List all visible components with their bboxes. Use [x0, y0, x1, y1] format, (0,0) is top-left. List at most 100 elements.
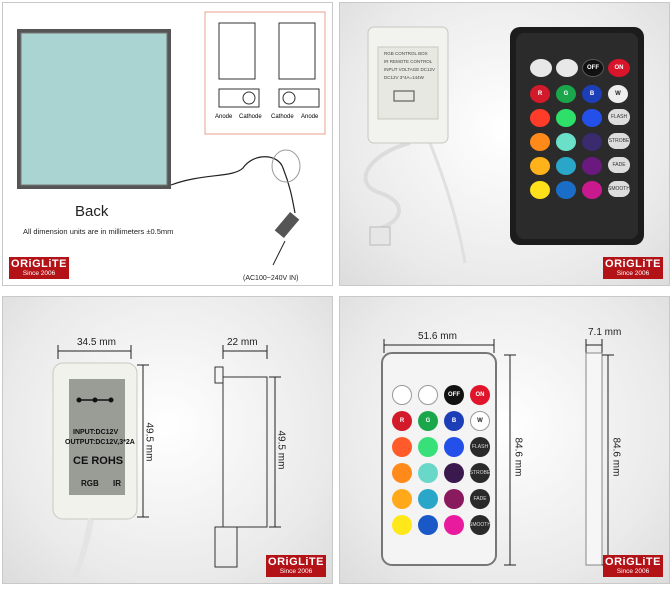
- panel-controller-dimensions: 34.5 mm 22 mm 49.5 mm 49.5 mm INPUT:DC12…: [2, 296, 333, 584]
- remote-bright-down-button[interactable]: [556, 59, 578, 77]
- box-line-1: RGB CONTROL BOX: [384, 51, 428, 56]
- remote-bright-down-button[interactable]: [418, 385, 438, 405]
- power-lead: [272, 240, 286, 266]
- remote-flash-button[interactable]: FLASH: [608, 109, 630, 125]
- remote-on-button[interactable]: ON: [608, 59, 630, 77]
- panel-surface: [20, 32, 168, 186]
- height-dimension: 49.5 mm: [143, 422, 155, 462]
- remote-b-button[interactable]: B: [444, 411, 464, 431]
- remote-g-button[interactable]: G: [556, 85, 576, 103]
- remote-bright-up-button[interactable]: [530, 59, 552, 77]
- remote-g-button[interactable]: G: [418, 411, 438, 431]
- remote-color-11[interactable]: [556, 181, 576, 199]
- brand-name: ORiGLiTE: [11, 258, 67, 270]
- remote-smooth-button[interactable]: SMOOTH: [469, 515, 491, 535]
- brand-since: Since 2006: [616, 568, 650, 575]
- remote-fade-button[interactable]: FADE: [608, 157, 630, 173]
- remote-w-button[interactable]: W: [470, 411, 490, 431]
- remote-w-button[interactable]: W: [608, 85, 628, 103]
- remote-color-4[interactable]: [392, 463, 412, 483]
- controller-side-body: [222, 376, 268, 528]
- width-dimension: 34.5 mm: [77, 337, 116, 348]
- label-ir: IR: [113, 479, 121, 488]
- remote-side-body: [585, 352, 603, 566]
- remote-color-1[interactable]: [530, 109, 550, 127]
- detail-circle: [271, 149, 301, 183]
- remote-color-7[interactable]: [392, 489, 412, 509]
- pin-right: [278, 88, 320, 108]
- remote-color-8[interactable]: [556, 157, 576, 175]
- label-symbol-dot-1: [76, 397, 82, 403]
- box-line-2: IR REMOTE CONTROL: [384, 59, 433, 64]
- back-title: Back: [75, 203, 109, 220]
- brand-name: ORiGLiTE: [268, 556, 324, 568]
- remote-color-2[interactable]: [418, 437, 438, 457]
- label-input: INPUT:DC12V: [73, 429, 119, 436]
- remote-color-12[interactable]: [582, 181, 602, 199]
- controller-side-plug: [214, 526, 238, 568]
- remote-color-3[interactable]: [444, 437, 464, 457]
- pin-left: [218, 88, 260, 108]
- brand-name: ORiGLiTE: [605, 258, 661, 270]
- label-ce-rohs: CE ROHS: [73, 455, 124, 467]
- remote-strobe-button[interactable]: STROBE: [608, 133, 630, 149]
- panel-kit-photo: RGB CONTROL BOX IR REMOTE CONTROL INPUT …: [339, 2, 670, 286]
- remote-color-10[interactable]: [530, 181, 550, 199]
- panel-back-svg: [17, 11, 326, 266]
- remote-smooth-button[interactable]: SMOOTH: [608, 181, 630, 197]
- remote-color-9[interactable]: [582, 157, 602, 175]
- connector-right: [278, 22, 316, 80]
- label-symbol: [393, 90, 415, 102]
- remote-on-button[interactable]: ON: [470, 385, 490, 405]
- controller-cable-2: [428, 142, 467, 264]
- remote-color-10[interactable]: [392, 515, 412, 535]
- brand-since: Since 2006: [279, 568, 313, 575]
- remote-off-button[interactable]: OFF: [444, 385, 464, 405]
- box-line-4: DC12V 3*4A=144W: [384, 75, 424, 80]
- remote-color-9[interactable]: [444, 489, 464, 509]
- brand-logo: ORiGLiTE Since 2006: [9, 257, 69, 279]
- remote-color-1[interactable]: [392, 437, 412, 457]
- remote-b-button[interactable]: B: [582, 85, 602, 103]
- power-label: (AC100~240V IN): [243, 275, 299, 282]
- pin-hole-left: [242, 91, 256, 105]
- remote-width-dimension: 51.6 mm: [418, 331, 457, 342]
- remote-height-dimension: 84.6 mm: [512, 437, 524, 477]
- remote-r-button[interactable]: R: [530, 85, 550, 103]
- controller-label-plate: [69, 379, 125, 495]
- remote-depth-dimension: 7.1 mm: [588, 327, 622, 338]
- brand-logo: ORiGLiTE Since 2006: [603, 555, 663, 577]
- pin-label-1: Anode: [215, 114, 233, 120]
- remote-color-5[interactable]: [418, 463, 438, 483]
- label-symbol-dot-2: [92, 397, 98, 403]
- box-line-3: INPUT VOLTAGE DC12V: [384, 67, 436, 72]
- remote-off-button[interactable]: OFF: [582, 59, 604, 77]
- label-rgb: RGB: [81, 479, 99, 488]
- remote-color-4[interactable]: [530, 133, 550, 151]
- remote-color-5[interactable]: [556, 133, 576, 151]
- remote-color-7[interactable]: [530, 157, 550, 175]
- pin-label-3: Cathode: [271, 114, 294, 120]
- label-output: OUTPUT:DC12V,3*2A: [65, 439, 135, 446]
- controller-side-tab-top: [214, 366, 224, 384]
- remote-color-8[interactable]: [418, 489, 438, 509]
- power-adapter: [274, 211, 300, 239]
- remote-bright-up-button[interactable]: [392, 385, 412, 405]
- remote-dim-svg: [381, 339, 614, 566]
- remote-fade-button[interactable]: FADE: [470, 489, 490, 509]
- remote-color-6[interactable]: [582, 133, 602, 151]
- remote-strobe-button[interactable]: STROBE: [470, 463, 490, 483]
- pin-hole-right: [282, 91, 296, 105]
- connector-detail-box: [204, 11, 326, 135]
- power-cable: [170, 156, 296, 214]
- remote-flash-button[interactable]: FLASH: [470, 437, 490, 457]
- remote-color-12[interactable]: [444, 515, 464, 535]
- brand-since: Since 2006: [22, 270, 56, 277]
- controller-label: [377, 46, 439, 120]
- remote-color-2[interactable]: [556, 109, 576, 127]
- remote-color-11[interactable]: [418, 515, 438, 535]
- remote-color-6[interactable]: [444, 463, 464, 483]
- remote-r-button[interactable]: R: [392, 411, 412, 431]
- remote-color-3[interactable]: [582, 109, 602, 127]
- pin-label-2: Cathode: [239, 114, 262, 120]
